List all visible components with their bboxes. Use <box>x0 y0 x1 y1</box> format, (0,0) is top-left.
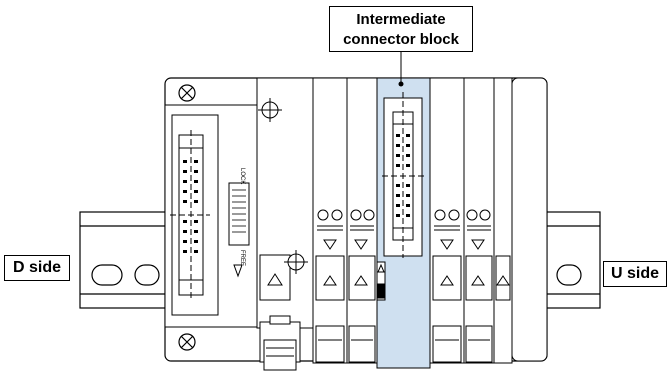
intermediate-connector-block-label: Intermediate connector block <box>329 6 473 52</box>
arrow-up-icon <box>440 275 454 286</box>
arrow-down-icon <box>323 239 337 250</box>
rail-slot-right-1 <box>556 264 582 286</box>
u-side-label: U side <box>603 261 667 287</box>
arrow-up-icon <box>496 275 510 286</box>
arrow-down-icon <box>354 239 368 250</box>
arrow-down-icon <box>471 239 485 250</box>
intermediate-connector-block <box>376 77 431 369</box>
valve-modules <box>312 77 513 364</box>
led-icon <box>448 209 460 221</box>
arrow-up-icon <box>354 275 368 286</box>
led-icon <box>363 209 375 221</box>
arrow-up-icon <box>323 275 337 286</box>
d-side-end-block <box>164 104 258 328</box>
led-icon <box>350 209 362 221</box>
free-arrow-icon <box>233 264 243 278</box>
led-icon <box>317 209 329 221</box>
callout-line-2: connector block <box>343 31 459 48</box>
arrow-up-icon <box>377 263 385 273</box>
callout-dot <box>398 81 404 87</box>
lock-text: LOCK <box>239 168 245 184</box>
free-text: FREE <box>239 250 245 266</box>
u-side-end-block <box>511 77 548 362</box>
d-side-label: D side <box>4 255 70 281</box>
arrow-down-icon <box>440 239 454 250</box>
callout-line-1: Intermediate <box>356 11 446 28</box>
led-icon <box>466 209 478 221</box>
input-module <box>256 77 314 371</box>
led-icon <box>479 209 491 221</box>
led-icon <box>331 209 343 221</box>
rail-slot-left-1 <box>91 264 123 286</box>
led-icon <box>434 209 446 221</box>
rail-slot-left-2 <box>134 264 160 286</box>
arrow-up-icon <box>471 275 485 286</box>
